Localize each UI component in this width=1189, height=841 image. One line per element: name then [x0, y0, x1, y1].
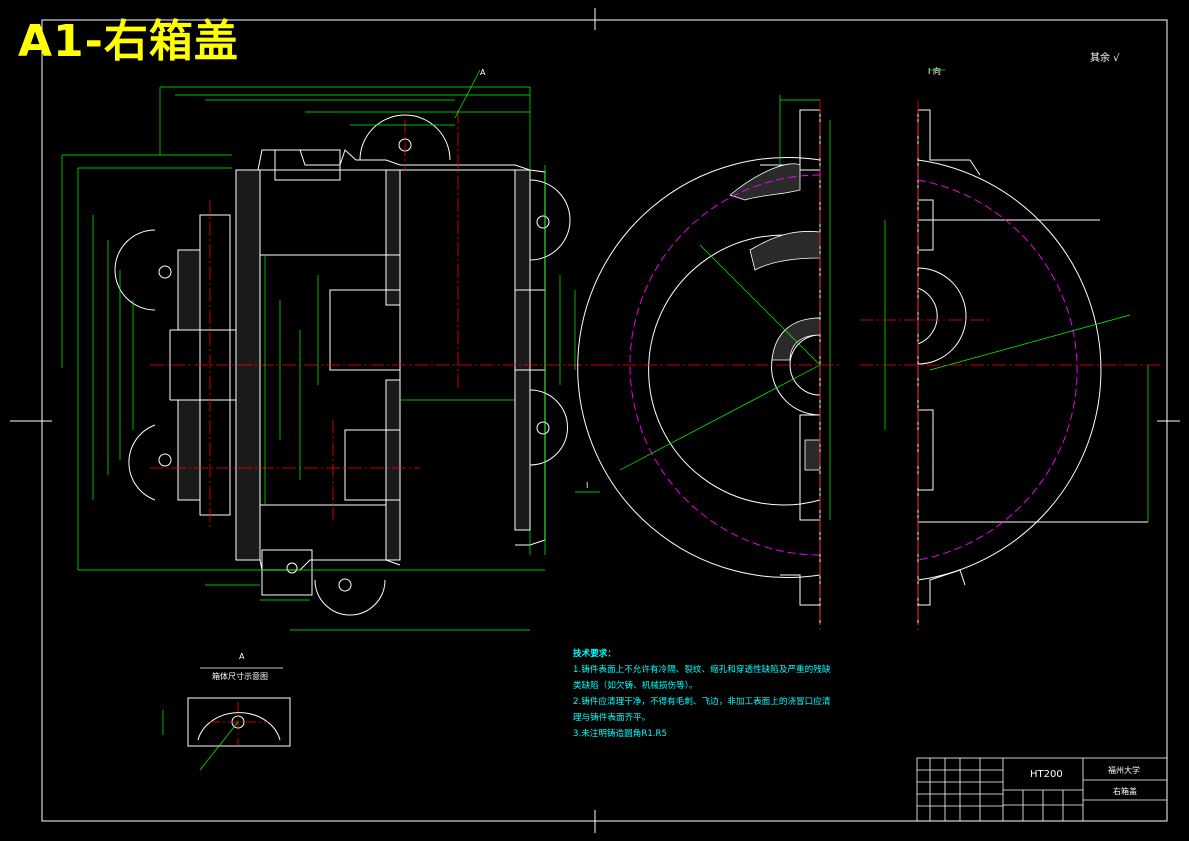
main-dimensions	[61, 69, 576, 631]
front-dimensions	[575, 95, 831, 520]
roughness-note: 其余 √	[1090, 53, 1120, 64]
main-centerlines	[150, 110, 600, 530]
school-label: 福州大学	[1108, 766, 1140, 775]
right-dimensions	[884, 69, 1149, 522]
front-hidden-circle	[629, 174, 821, 556]
main-section-view	[61, 69, 600, 631]
drawing-border	[10, 8, 1180, 833]
technical-requirements: 技术要求： 1.铸件表面上不允许有冷隔、裂纹、缩孔和穿透性缺陷及严重的残缺 类缺…	[573, 646, 830, 742]
material-label: HT200	[1030, 769, 1063, 780]
part-name-label: 右箱盖	[1113, 787, 1137, 796]
tech-line: 理与铸件表面齐平。	[573, 713, 651, 723]
tech-line: 1.铸件表面上不允许有冷隔、裂纹、缩孔和穿透性缺陷及严重的残缺	[573, 665, 831, 675]
right-view	[860, 69, 1160, 630]
direction-arrow-label: I	[586, 481, 589, 490]
drawing-title: A1-右箱盖	[18, 16, 239, 67]
direction-label: I 向	[928, 67, 941, 76]
tech-line: 3.未注明铸造圆角R1.R5	[573, 729, 667, 739]
tech-line: 2.铸件应清理干净，不得有毛刺、飞边，非加工表面上的浇冒口应清	[573, 697, 831, 707]
detail-view-a	[162, 667, 291, 771]
right-hidden-arc	[917, 179, 1078, 561]
front-centerlines	[600, 100, 840, 630]
front-hatch	[729, 163, 821, 471]
main-outline	[169, 149, 546, 596]
detail-caption: 箱体尺寸示意图	[212, 672, 268, 681]
detail-letter: A	[239, 652, 245, 661]
boss-bumps	[114, 114, 571, 616]
title-block	[916, 757, 1168, 822]
tech-heading: 技术要求：	[573, 649, 616, 659]
section-arrow-label: A	[480, 68, 486, 77]
front-circular-view	[575, 95, 840, 630]
tech-line: 类缺陷（如欠铸、机械损伤等）。	[573, 681, 698, 691]
